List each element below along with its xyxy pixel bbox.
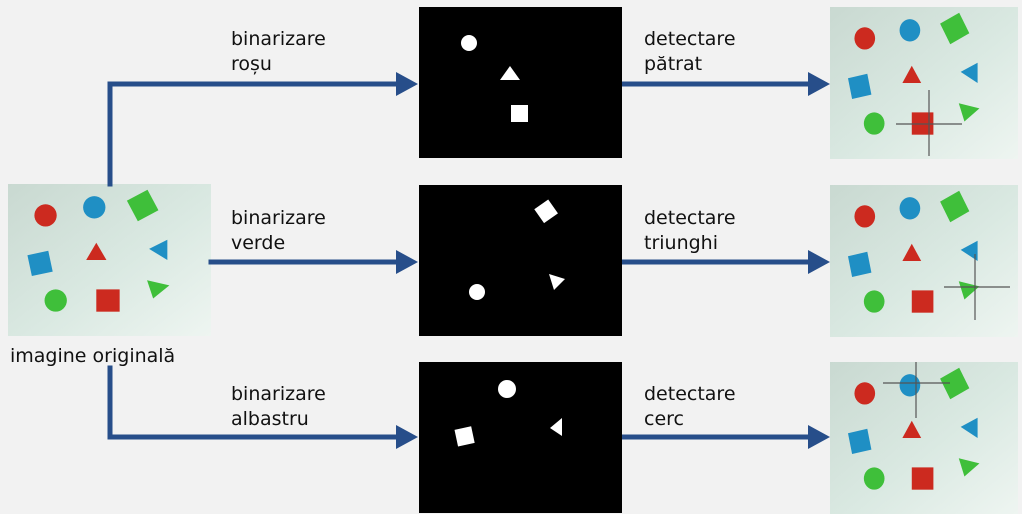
detect-label-square-line1: detectare (644, 28, 736, 50)
binarize-label-green-line1: binarizare (231, 207, 326, 229)
binary-mask-blue (419, 362, 622, 513)
detect-arrowheads (808, 72, 830, 449)
binarize-label-green-line2: verde (231, 232, 285, 254)
result-image-circle (830, 362, 1018, 514)
binarize-label-red-line2: roșu (231, 53, 272, 75)
binarize-label-blue-line2: albastru (231, 408, 309, 430)
original-image (8, 184, 211, 336)
original-image-caption: imagine originală (10, 345, 175, 367)
detect-label-triangle-line1: detectare (644, 207, 736, 229)
detect-label-triangle-line2: triunghi (644, 232, 718, 254)
binary-mask-green (419, 185, 622, 336)
detect-label-circle-line2: cerc (644, 408, 684, 430)
crosshair-circle (883, 362, 950, 418)
detect-label-circle-line1: detectare (644, 383, 736, 405)
binary-mask-red (419, 7, 622, 158)
crosshair-square (896, 90, 962, 156)
result-image-square (830, 7, 1018, 159)
binarize-arrowheads (396, 72, 418, 449)
binarize-label-red-line1: binarizare (231, 28, 326, 50)
branch-connectors (107, 81, 401, 440)
binarize-label-blue-line1: binarizare (231, 383, 326, 405)
crosshair-triangle (944, 254, 1010, 320)
result-image-triangle (830, 185, 1018, 337)
detect-label-square-line2: pătrat (644, 53, 702, 75)
detect-arrows (622, 81, 810, 440)
